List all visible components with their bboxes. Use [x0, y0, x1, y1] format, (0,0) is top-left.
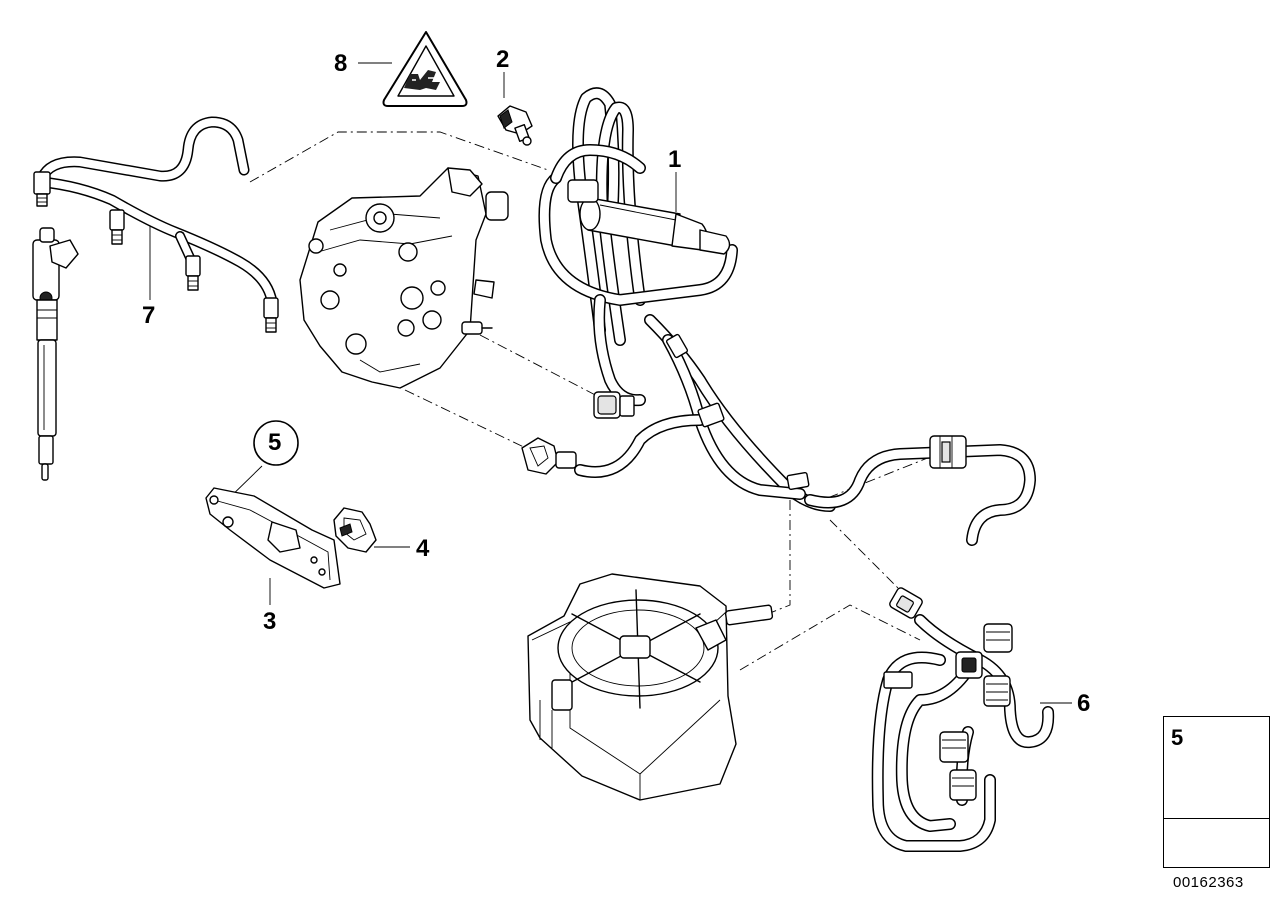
return-connector	[955, 651, 983, 679]
return-clip	[883, 671, 913, 689]
hose-connector-right	[929, 435, 967, 469]
leak-off-connector	[33, 171, 51, 207]
legend-box-bolt: 5	[1163, 716, 1270, 820]
leader-pump-to-connector	[479, 334, 606, 401]
leader-pump-to-sensor	[404, 389, 531, 451]
leak-off-connector	[109, 209, 125, 245]
part-5-callout-circle	[253, 420, 299, 466]
callout-3: 3	[263, 608, 277, 635]
callout-6: 6	[1077, 690, 1091, 717]
part-3-bracket	[205, 487, 341, 589]
part-8-warning-label	[382, 31, 468, 107]
callout-4: 4	[416, 535, 430, 562]
document-id: 00162363	[1173, 874, 1244, 891]
return-connector	[983, 675, 1011, 707]
part-7-leak-off-line	[33, 116, 279, 333]
legend-box-arrow	[1163, 818, 1270, 868]
legend-bolt-number: 5	[1171, 725, 1184, 750]
callout-2: 2	[496, 46, 510, 73]
leak-off-connector	[263, 297, 279, 333]
callout-7: 7	[142, 302, 156, 329]
injector	[32, 227, 79, 481]
leader-to-filter	[764, 500, 791, 616]
callout-5: 5	[268, 429, 282, 456]
leader-7-to-1	[249, 131, 549, 183]
fuel-filter-housing	[527, 573, 774, 801]
fuel-pump-body	[567, 179, 731, 255]
leader-lines	[149, 62, 1072, 704]
part-4-clip	[333, 507, 377, 553]
hose-connector-lower	[521, 437, 577, 475]
leak-off-connector	[185, 255, 201, 291]
part-6-return-line	[871, 587, 1055, 852]
part-1-fuel-line-assembly	[521, 87, 1036, 546]
return-connector	[939, 731, 969, 763]
part-2-pressure-sensor	[497, 105, 533, 146]
return-connector	[949, 769, 977, 801]
leader-to-6mid	[829, 519, 906, 596]
return-connector	[889, 587, 923, 619]
hose-connector	[593, 391, 635, 419]
callout-8: 8	[334, 50, 348, 77]
high-pressure-pump	[299, 167, 509, 389]
callout-1: 1	[668, 146, 682, 173]
return-connector	[983, 623, 1013, 653]
leader-filter-to-6	[739, 604, 921, 671]
